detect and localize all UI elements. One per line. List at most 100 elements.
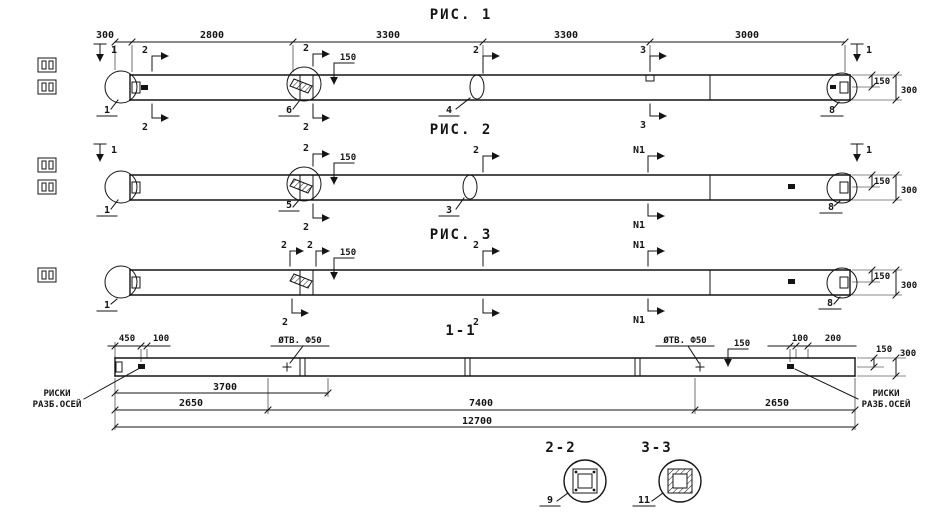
cut-label: N1: [633, 145, 645, 156]
section-arrow-label: 1: [866, 45, 872, 56]
fig1-top-dimension-chain: 300 2800 3300 3300 3000: [96, 30, 849, 73]
fig3-beam: [104, 265, 858, 299]
offset-dim-label: 150: [340, 53, 356, 63]
dim-label: 3300: [376, 30, 400, 41]
detail-3-3-title: 3-3: [641, 440, 672, 456]
callout-number: 1: [104, 105, 110, 116]
top-notch: [645, 74, 655, 82]
fig1-right-dims: 150 300: [852, 71, 917, 104]
callout-number: 1: [104, 205, 110, 216]
cut-label: 2: [473, 45, 479, 56]
dim-label: 3000: [735, 30, 759, 41]
section-arrow-label: 1: [111, 45, 117, 56]
hole-oval: [462, 174, 478, 200]
dim-label: 450: [119, 334, 135, 344]
axis-marks-note-left: РИСКИ РАЗБ.ОСЕЙ: [33, 368, 139, 410]
dim-label: 2650: [765, 398, 789, 409]
axis-note-line1: РИСКИ: [872, 389, 899, 399]
rebar-dot: [592, 488, 596, 492]
column-glyph: [37, 179, 57, 195]
cut-label: 2: [142, 45, 148, 56]
fig2-cut-marks: 2 2 N1 2 N1 150: [303, 143, 665, 233]
embed-plate-hatch: [289, 178, 313, 194]
detail-circle: [658, 459, 702, 503]
hole-label: ØТВ. Ф50: [662, 335, 706, 346]
axis-mark: [138, 364, 145, 369]
detail-circle: [104, 265, 138, 299]
rebar-dot: [574, 488, 578, 492]
column-glyph: [37, 267, 57, 283]
detail-circle: [286, 166, 322, 202]
cut-label: 2: [303, 43, 309, 54]
rebar-dot: [592, 470, 596, 474]
figure-2-title: РИС. 2: [430, 122, 493, 138]
fig2-section-arrows: 1 1: [93, 143, 872, 162]
axis-note-line2: РАЗБ.ОСЕЙ: [862, 398, 911, 410]
axis-mark: [830, 85, 836, 89]
fig2-beam: [104, 166, 858, 204]
cut-label: 2: [307, 240, 313, 251]
fig3-right-dims: 150 300: [852, 266, 917, 299]
dim-label: 7400: [469, 398, 493, 409]
axis-mark: [788, 184, 795, 189]
axis-note-line1: РИСКИ: [43, 389, 70, 399]
section-1-1: 1-1 ØТВ. Ф50 ØТВ. Ф50 150: [33, 323, 916, 431]
beam-cross-section: [572, 468, 598, 494]
embed-plate-hatch: [289, 78, 313, 94]
dim-label: 100: [153, 334, 169, 344]
dim-label: 300: [901, 186, 917, 196]
offset-dim-label: 150: [734, 339, 750, 349]
figure-1-title: РИС. 1: [430, 7, 493, 23]
cut-label: 3: [640, 45, 646, 56]
axis-mark: [788, 279, 795, 284]
section-top-left-dims: 450 100: [107, 334, 171, 362]
detail-3-3: 3-3 11: [632, 440, 702, 507]
column-glyph: [37, 79, 57, 95]
hole-center-cross: [282, 362, 292, 372]
dim-label: 150: [876, 345, 892, 355]
beam-cross-section-inner: [577, 473, 593, 489]
dim-label: 200: [825, 334, 841, 344]
section-arrow-label: 1: [111, 145, 117, 156]
fig3-callouts: 1 8: [96, 296, 842, 312]
fig1-callouts: 1 6 4 8: [96, 97, 844, 117]
detail-2-2-title: 2-2: [545, 440, 576, 456]
callout-number: 3: [446, 205, 452, 216]
detail-circle: [286, 66, 322, 102]
dim-label: 100: [792, 334, 808, 344]
section-arrow-label: 1: [866, 145, 872, 156]
fig1-beam: [104, 66, 858, 104]
detail-circle: [104, 170, 138, 204]
detail-circle: [826, 72, 858, 104]
figure-1: РИС. 1 300 2800 3300 3300 3000: [93, 7, 917, 133]
section-hole-labels: ØТВ. Ф50 ØТВ. Ф50 150: [270, 335, 750, 367]
callout-number: 6: [286, 105, 292, 116]
fig3-cut-marks: 2 2 2 N1 2 2 N1 150: [281, 240, 665, 328]
dim-label: 3700: [213, 382, 237, 393]
callout-number: 9: [547, 495, 553, 506]
detail-circle: [104, 70, 138, 104]
dim-label: 150: [874, 177, 890, 187]
dim-label: 3300: [554, 30, 578, 41]
cut-label: 2: [303, 122, 309, 133]
cut-label: 2: [142, 122, 148, 133]
detail-circle: [826, 267, 858, 299]
rebar-dot: [574, 470, 578, 474]
cut-label: 2: [303, 222, 309, 233]
callout-number: 1: [104, 300, 110, 311]
figure-3: РИС. 3 2 2 2 N1 2 2: [96, 227, 917, 328]
axis-mark: [787, 364, 794, 369]
section-bottom-dims: 3700 2650 7400 2650 12700: [111, 378, 859, 431]
dim-label: 300: [96, 30, 114, 41]
axis-note-line2: РАЗБ.ОСЕЙ: [33, 398, 82, 410]
cut-label: N1: [633, 315, 645, 326]
section-beam: [114, 357, 856, 377]
callout-number: 5: [286, 200, 292, 211]
cut-label: 2: [282, 317, 288, 328]
cut-label: 2: [281, 240, 287, 251]
detail-circle: [826, 172, 858, 204]
axis-mark: [141, 85, 148, 90]
callout-number: 8: [828, 202, 834, 213]
